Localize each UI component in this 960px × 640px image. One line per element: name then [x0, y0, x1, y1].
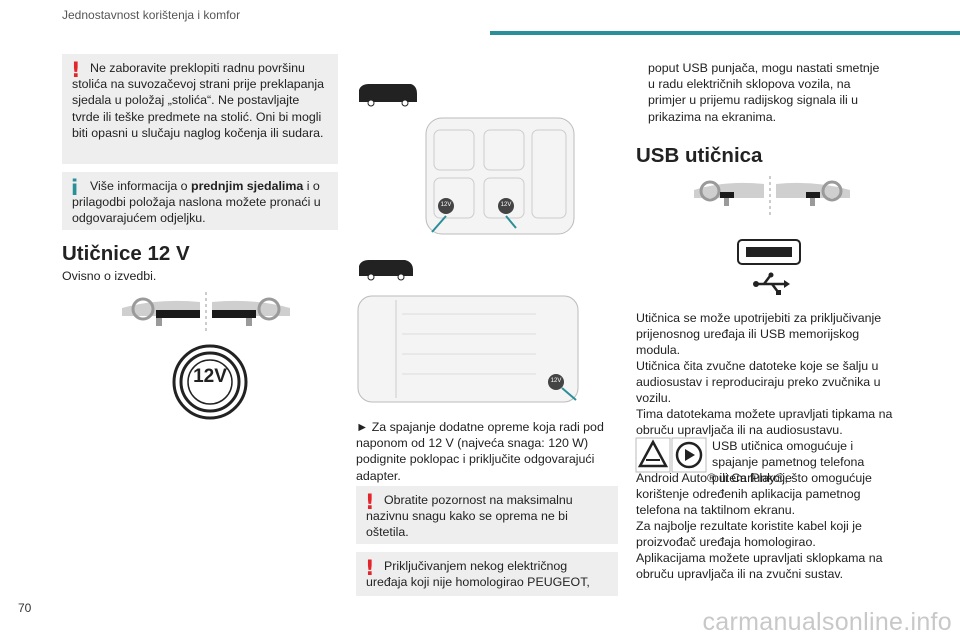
- socket-12v-icon: [172, 344, 248, 420]
- header-accent-bar: [490, 31, 960, 35]
- info-note-seats: i Više informacija o prednjim sjedalima …: [62, 172, 338, 230]
- warning-note-homologation: ! Priključivanjem nekog električnog uređ…: [356, 552, 618, 596]
- warning-text: Ne zaboravite preklopiti radnu površinu …: [72, 61, 325, 140]
- warning-note-continued: poput USB punjača, mogu nastati smetnje …: [636, 54, 898, 130]
- dashboard-usb-icon: [694, 176, 850, 216]
- usb-port-icon: [737, 239, 801, 295]
- dashboard-lhd-rhd-icon: [122, 292, 290, 332]
- page-number: 70: [18, 601, 32, 615]
- instruction-12v: ► Za spajanje dodatne opreme koja radi p…: [356, 420, 604, 483]
- warning-icon: !: [71, 58, 81, 82]
- variant-note: Ovisno o izvedbi.: [62, 269, 157, 283]
- usb-para-6: Aplikacijama možete upravljati sklopkama…: [636, 551, 883, 582]
- info-icon: i: [71, 176, 79, 200]
- van-top-view-long: [425, 117, 575, 235]
- badge-12v-1: 12V: [440, 202, 452, 208]
- socket-12v-label: 12V: [193, 366, 227, 387]
- usb-para-5: Za najbolje rezultate koristite kabel ko…: [636, 519, 862, 550]
- warning-icon: !: [365, 556, 375, 580]
- warning-note-power: ! Obratite pozornost na maksimalnu naziv…: [356, 486, 618, 544]
- van-long-icon: [359, 84, 417, 107]
- info-text-post: i o prilagodbi položaja naslona možete p…: [72, 179, 321, 226]
- heading-usb-socket: USB utičnica: [636, 144, 763, 167]
- info-text: Više informacija o prednjim sjedalima i …: [72, 178, 328, 227]
- usb-para-4b: Android Auto® ili CarPlay®, što omogućuj…: [636, 471, 872, 518]
- warning-text: Priključivanjem nekog električnog uređaj…: [366, 559, 590, 590]
- watermark: carmanualsonline.info: [702, 608, 952, 636]
- van-top-view-cargo: [357, 295, 579, 403]
- usb-para-2: Utičnica čita zvučne datoteke koje se ša…: [636, 359, 881, 406]
- badge-12v-2: 12V: [500, 202, 512, 208]
- usb-para-3: Tima datotekama možete upravljati tipkam…: [636, 407, 893, 438]
- heading-12v-sockets: Utičnice 12 V: [62, 242, 190, 265]
- info-text-pre: Više informacija o: [90, 179, 192, 193]
- usb-para-1: Utičnica se može upotrijebiti za priklju…: [636, 311, 882, 358]
- app-icons: [635, 437, 707, 473]
- warning-icon: !: [365, 490, 375, 514]
- badge-12v-3: 12V: [550, 378, 562, 384]
- warning-note-table: ! Ne zaboravite preklopiti radnu površin…: [62, 54, 338, 164]
- warning-text-continued: poput USB punjača, mogu nastati smetnje …: [648, 61, 880, 124]
- warning-text: Obratite pozornost na maksimalnu nazivnu…: [366, 493, 573, 540]
- info-text-bold: prednjim sjedalima: [191, 179, 304, 193]
- van-short-icon: [359, 260, 413, 281]
- section-header: Jednostavnost korištenja i komfor: [62, 8, 241, 22]
- usb-para-4a: USB utičnica omogućuje i spajanje pametn…: [712, 439, 865, 486]
